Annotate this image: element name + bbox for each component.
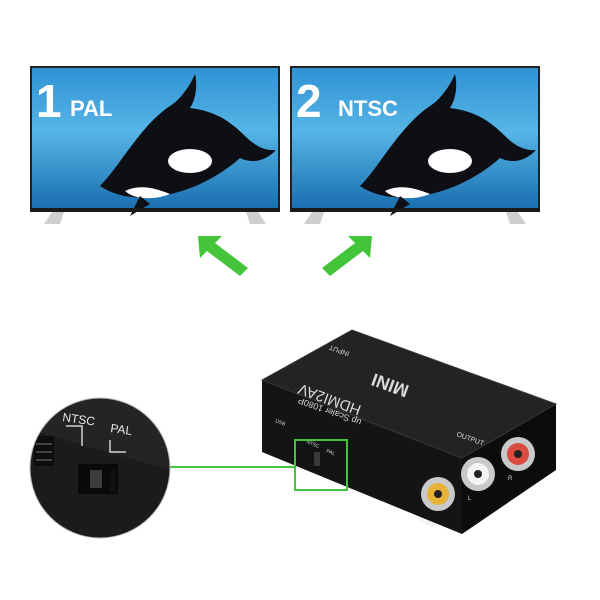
zoom-pal-label: PAL [110,421,134,438]
screen-mode-label: PAL [70,96,113,121]
zoom-ntsc-label: NTSC [62,410,97,428]
tv-ntsc: 2 NTSC [290,66,540,226]
tv-screen-image [290,66,540,224]
switch-pal-label: PAL [325,448,336,457]
tv-pal: 1 PAL [30,66,280,226]
arrow-up-left-icon [198,236,248,276]
screen-mode-label: NTSC [338,96,398,121]
usb-label: USB [274,418,286,428]
converter-box [260,329,558,534]
port-label-l: L [468,496,472,502]
rca-ports [421,437,535,511]
screen-number: 2 [296,75,322,127]
arrow-up-right-icon [322,236,372,276]
port-label-r: R [508,476,513,482]
switch-highlight-box [294,439,348,491]
port-label-cvbs: CVBS [417,517,434,529]
tv-screen-image [30,66,280,224]
mode-switch[interactable] [314,452,320,466]
switch-ntsc-label: NTSC [305,439,320,450]
switch-zoom [30,398,170,538]
screen-number: 1 [36,75,62,127]
